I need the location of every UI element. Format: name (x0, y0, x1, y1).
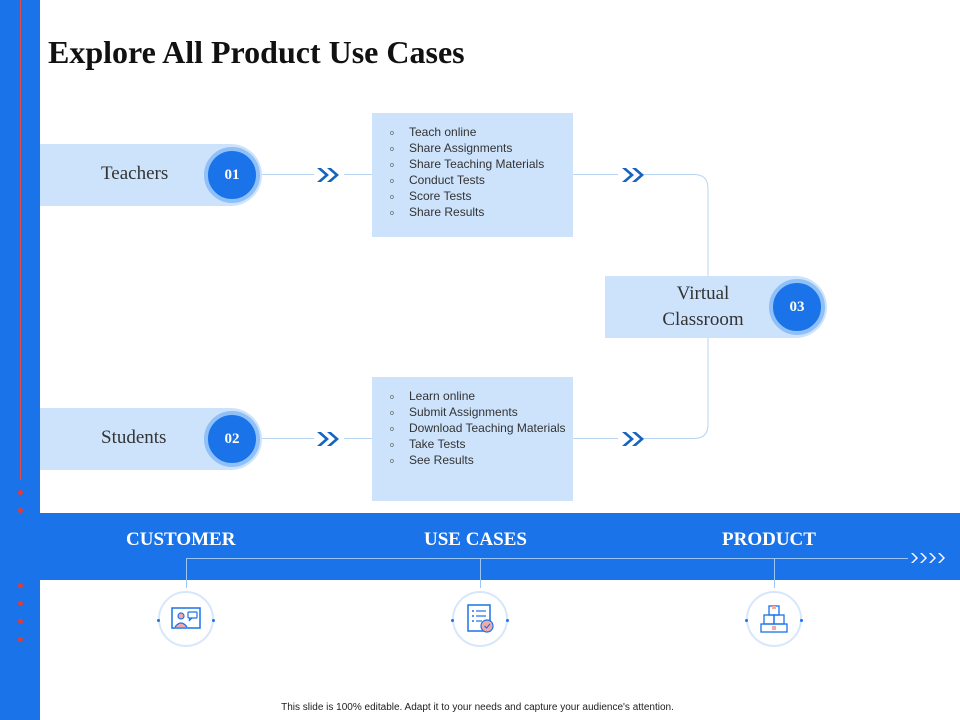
connector-line (344, 174, 372, 175)
double-chevron-icon (317, 168, 339, 182)
list-item: Score Tests (390, 188, 573, 206)
list-item: Take Tests (390, 436, 573, 454)
red-dot (18, 637, 23, 642)
list-item: Share Results (390, 204, 573, 222)
bracket-connector (640, 174, 709, 439)
checklist-icon (467, 604, 494, 633)
dot (800, 619, 803, 622)
connector-line (262, 438, 314, 439)
drop-line (774, 558, 775, 588)
students-label: Students (101, 427, 167, 448)
dot (451, 619, 454, 622)
use-cases-heading: USE CASES (424, 529, 527, 550)
product-label: Virtual Classroom (650, 281, 756, 333)
drop-line (480, 558, 481, 588)
product-heading: PRODUCT (722, 529, 816, 550)
customer-heading: CUSTOMER (126, 529, 236, 550)
dot (157, 619, 160, 622)
students-use-cases-box: Learn online Submit Assignments Download… (372, 377, 573, 501)
connector-line (344, 438, 372, 439)
list-item: Submit Assignments (390, 404, 573, 422)
dot (212, 619, 215, 622)
red-dot (18, 619, 23, 624)
connector-line (573, 174, 618, 175)
students-use-case-list: Learn online Submit Assignments Download… (372, 377, 573, 470)
use-cases-icon-circle (451, 591, 509, 647)
flow-line (186, 558, 908, 559)
product-label-line: Classroom (662, 309, 744, 330)
connector-line (573, 438, 618, 439)
teachers-use-case-list: Teach online Share Assignments Share Tea… (372, 113, 573, 222)
list-item: Learn online (390, 388, 573, 406)
red-dot (18, 583, 23, 588)
red-dot (18, 508, 23, 513)
drop-line (186, 558, 187, 588)
list-item: Teach online (390, 124, 573, 142)
list-item: Download Teaching Materials (390, 420, 573, 438)
dot (506, 619, 509, 622)
double-chevron-icon (622, 432, 644, 446)
presenter-icon (171, 607, 201, 629)
list-item: Share Teaching Materials (390, 156, 573, 174)
footer-note: This slide is 100% editable. Adapt it to… (281, 702, 674, 713)
dot (745, 619, 748, 622)
product-label-line: Virtual (676, 283, 730, 304)
red-guide-line (20, 0, 21, 480)
red-dot (18, 490, 23, 495)
students-number-badge: 02 (204, 411, 260, 467)
double-chevron-icon (622, 168, 644, 182)
teachers-number-badge: 01 (204, 147, 260, 203)
double-chevron-icon (317, 432, 339, 446)
boxes-icon (760, 605, 788, 633)
page-title: Explore All Product Use Cases (48, 34, 465, 70)
red-dot (18, 601, 23, 606)
list-item: See Results (390, 452, 573, 470)
list-item: Conduct Tests (390, 172, 573, 190)
product-number-badge: 03 (769, 279, 825, 335)
customer-icon-circle (157, 591, 215, 647)
list-item: Share Assignments (390, 140, 573, 158)
teachers-use-cases-box: Teach online Share Assignments Share Tea… (372, 113, 573, 237)
flow-band (40, 513, 960, 580)
connector-line (262, 174, 314, 175)
flow-arrow-icon (911, 553, 945, 563)
product-icon-circle (745, 591, 803, 647)
teachers-label: Teachers (101, 163, 169, 184)
